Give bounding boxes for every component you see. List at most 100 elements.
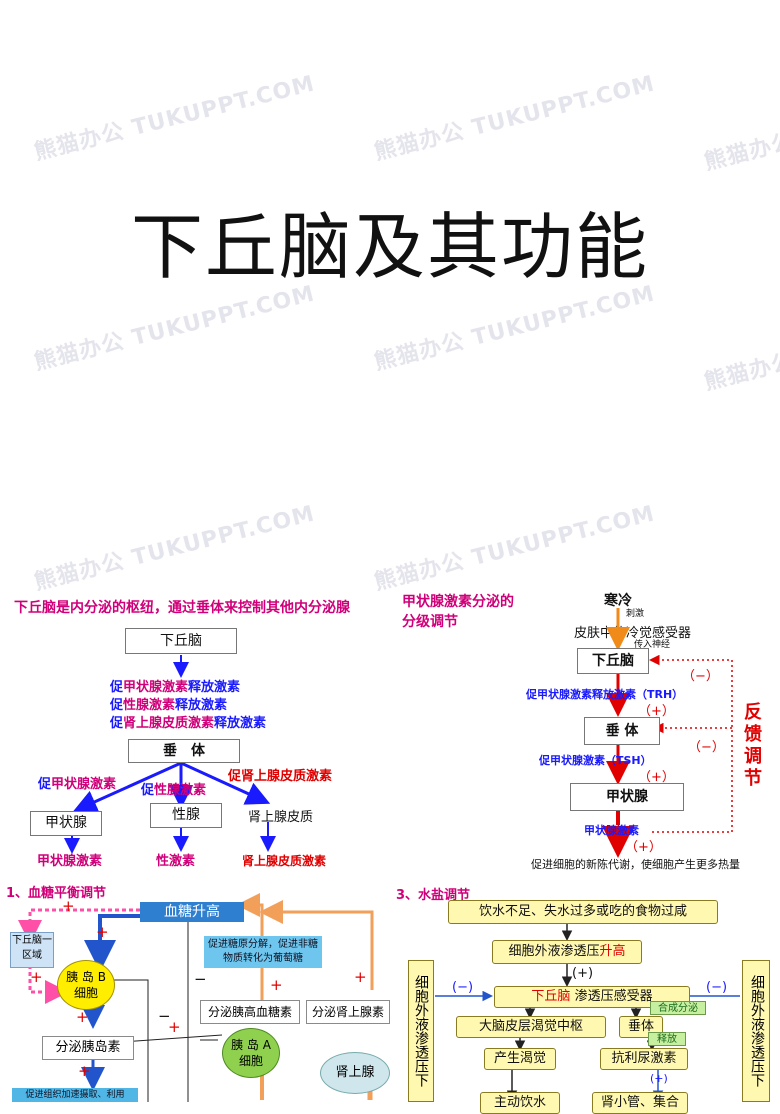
plus-sign: + xyxy=(354,968,367,986)
trh-prefix: 促 xyxy=(110,680,124,695)
trh-label: 促甲状腺激素释放激素 xyxy=(110,676,240,695)
plus-sign: + xyxy=(270,976,283,994)
tsh-label-p2: 促甲状腺激素（TSH） xyxy=(539,754,652,767)
hypothalamus-box: 下丘脑 xyxy=(125,628,237,654)
gth-prefix: 促 xyxy=(141,783,155,798)
hormone-plus: （+） xyxy=(625,840,662,855)
watermark: 熊猫办公 TUKUPPT.COM xyxy=(371,71,658,166)
panel2-arrows xyxy=(602,608,733,858)
glucose-up-banner: 血糖升高 xyxy=(140,902,244,922)
p2-hypothalamus-box: 下丘脑 xyxy=(577,648,649,674)
plus-sign: + xyxy=(30,968,43,986)
minus-sign: − xyxy=(194,970,207,988)
crh-label: 促肾上腺皮质激素释放激素 xyxy=(110,712,266,731)
watermark: 熊猫办公 TUKUPPT.COM xyxy=(701,301,780,396)
thirst-center-box: 大脑皮层渴觉中枢 xyxy=(456,1016,606,1038)
panel1-heading: 下丘脑是内分泌的枢纽，通过垂体来控制其他内分泌腺 xyxy=(14,600,350,616)
gnrh-suffix: 释放激素 xyxy=(175,698,228,713)
adrenal-cortex-label: 肾上腺皮质 xyxy=(248,810,314,825)
out-sex-hormone: 性激素 xyxy=(156,854,196,869)
islet-a-label: 胰 岛 A 细胞 xyxy=(231,1038,271,1068)
feedback-label: 反馈调节 xyxy=(744,702,762,789)
afferent-nerve-label: 传入神经 xyxy=(634,640,671,650)
pituitary-box: 垂 体 xyxy=(128,739,240,763)
tsh-prefix: 促 xyxy=(38,777,52,792)
plus-sign: + xyxy=(62,897,75,915)
gth-label: 促性腺激素 xyxy=(141,779,206,798)
cause-box: 饮水不足、失水过多或吃的食物过咸 xyxy=(448,900,718,924)
drink-box: 主动饮水 xyxy=(480,1092,560,1114)
out-thyroid-hormone: 甲状腺激素 xyxy=(37,854,103,869)
page-title: 下丘脑及其功能 xyxy=(130,205,649,289)
minus-indicator-left: (−) xyxy=(452,980,474,995)
islet-b-label: 胰 岛 B 细胞 xyxy=(66,970,106,1000)
panel3-heading: 1、血糖平衡调节 xyxy=(6,886,107,901)
acth-label: 促肾上腺皮质激素 xyxy=(228,769,333,784)
panel1-arrows xyxy=(64,655,276,854)
gonad-box: 性腺 xyxy=(150,803,222,828)
p2-pituitary-box: 垂 体 xyxy=(584,717,660,745)
synthesize-secrete-tag: 合成分泌 xyxy=(650,1001,706,1015)
crh-prefix: 促 xyxy=(110,716,124,731)
right-osmotic-drop-column: 细胞外液渗透压下 xyxy=(742,960,770,1102)
hypothalamus-label: 下丘脑 xyxy=(531,989,571,1004)
trh-plus: （+） xyxy=(638,704,675,719)
left-osmotic-drop-column: 细胞外液渗透压下 xyxy=(408,960,434,1102)
gnrh-label: 促性腺激素释放激素 xyxy=(110,694,227,713)
thyroid-box: 甲状腺 xyxy=(30,811,102,836)
adrenaline-box: 分泌肾上腺素 xyxy=(306,1000,390,1024)
trh-mid: 甲状腺激素 xyxy=(123,680,189,695)
plus-indicator: (+) xyxy=(572,966,594,981)
plus-sign: + xyxy=(96,923,109,941)
panel2-heading: 甲状腺激素分泌的分级调节 xyxy=(402,594,514,630)
adrenal-gland: 肾上腺 xyxy=(320,1052,390,1094)
stimulus-label: 刺激 xyxy=(626,609,645,619)
panel4-heading: 3、水盐调节 xyxy=(396,888,471,903)
receptor-label: 皮肤中的冷觉感受器 xyxy=(574,626,692,641)
promote-breakdown-box: 促进糖原分解，促进非糖物质转化为葡萄糖 xyxy=(204,936,322,968)
glucagon-box: 分泌胰高血糖素 xyxy=(200,1000,300,1024)
trh-suffix: 释放激素 xyxy=(188,680,241,695)
hypothalamus-region-label: 下丘脑一区域 xyxy=(12,935,52,961)
hypothalamus-osmoreceptor-box: 下丘脑 渗透压感受器 xyxy=(494,986,690,1008)
promote-uptake-box: 促进组织加速摄取、利用 xyxy=(12,1088,138,1102)
plus-sign: + xyxy=(168,1018,181,1036)
minus-indicator-right: (−) xyxy=(706,980,728,995)
release-tag: 释放 xyxy=(648,1032,686,1046)
gth-mid: 性腺激素 xyxy=(154,783,207,798)
thyroid-hormone-label: 甲状腺激素 xyxy=(584,824,639,837)
islet-b-cell: 胰 岛 B 细胞 xyxy=(57,960,115,1010)
minus-sign: − xyxy=(158,1007,171,1025)
promote-breakdown-label: 促进糖原分解，促进非糖物质转化为葡萄糖 xyxy=(208,939,318,964)
adh-box: 抗利尿激素 xyxy=(600,1048,688,1070)
trh-label-p2: 促甲状腺激素释放激素（TRH） xyxy=(526,688,684,701)
watermark: 熊猫办公 TUKUPPT.COM xyxy=(701,81,780,176)
cold-label: 寒冷 xyxy=(604,593,632,609)
islet-a-cell: 胰 岛 A 细胞 xyxy=(222,1028,280,1078)
tsh-mid: 甲状腺激素 xyxy=(51,777,117,792)
thirst-box: 产生渴觉 xyxy=(484,1048,556,1070)
plus-indicator-adh: (+) xyxy=(650,1072,668,1085)
crh-suffix: 释放激素 xyxy=(214,716,267,731)
insulin-box: 分泌胰岛素 xyxy=(42,1036,134,1060)
feedback-minus-mid: （−） xyxy=(688,740,725,755)
crh-mid: 肾上腺皮质激素 xyxy=(123,716,215,731)
plus-sign: + xyxy=(78,1062,91,1080)
gnrh-mid: 性腺激素 xyxy=(123,698,176,713)
panel3-arrows xyxy=(18,893,374,1102)
p2-thyroid-box: 甲状腺 xyxy=(570,783,684,811)
plus-sign: + xyxy=(76,1008,89,1026)
feedback-minus-top: （−） xyxy=(682,669,719,684)
gnrh-prefix: 促 xyxy=(110,698,124,713)
out-adrenal-hormone: 肾上腺皮质激素 xyxy=(242,854,327,868)
adrenal-label: 肾上腺 xyxy=(335,1065,375,1080)
tsh-label: 促甲状腺激素 xyxy=(38,773,116,792)
osmotic-rise-prefix: 细胞外液渗透压 xyxy=(508,944,600,959)
tsh-plus: （+） xyxy=(638,770,675,785)
effect-label: 促进细胞的新陈代谢，使细胞产生更多热量 xyxy=(531,858,740,871)
kidney-box: 肾小管、集合 xyxy=(592,1092,688,1114)
hypothalamus-region-box: 下丘脑一区域 xyxy=(10,932,54,968)
osmotic-rise-box: 细胞外液渗透压升高 xyxy=(492,940,642,964)
osmotic-rise-suffix: 升高 xyxy=(599,944,626,959)
osmoreceptor-label: 渗透压感受器 xyxy=(570,989,653,1004)
